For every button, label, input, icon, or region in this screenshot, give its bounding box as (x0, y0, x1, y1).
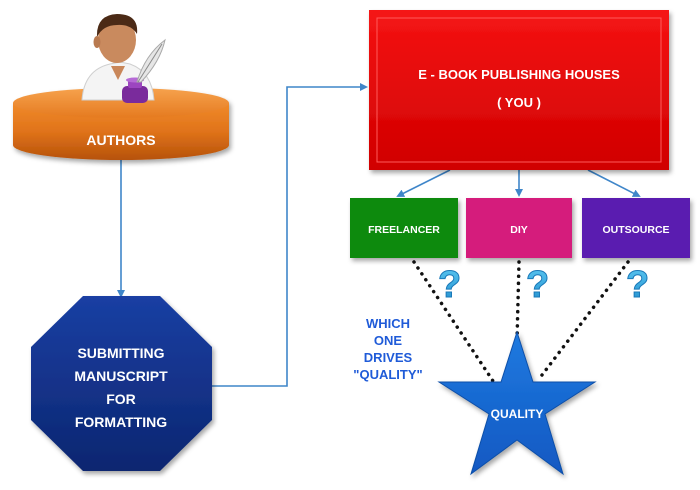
author-with-quill-icon (81, 14, 166, 103)
manuscript-line-1: SUBMITTING (77, 345, 164, 361)
question-line-4: "QUALITY" (353, 367, 422, 382)
authors-cylinder-body (13, 103, 229, 160)
question-line-3: DRIVES (364, 350, 413, 365)
publishing-house-subtitle: ( YOU ) (497, 95, 541, 110)
question-line-2: ONE (374, 333, 403, 348)
option-outsource: OUTSOURCE (582, 198, 690, 258)
question-mark-icon: ? (438, 264, 461, 306)
publishing-house-inner-border (376, 17, 662, 163)
question-text: WHICH ONE DRIVES "QUALITY" (353, 316, 422, 382)
option-label: FREELANCER (368, 224, 440, 236)
question-mark-icon: ? (526, 264, 549, 306)
option-box (466, 198, 572, 258)
question-mark-icons: ? ? ? (438, 264, 650, 307)
option-box (350, 198, 458, 258)
question-mark-icon: ? (626, 264, 649, 306)
option-freelancer: FREELANCER (350, 198, 458, 258)
option-label: DIY (510, 224, 528, 236)
question-line-1: WHICH (366, 316, 410, 331)
publisher-to-outsource-arrow (587, 169, 641, 197)
authors-label: AUTHORS (86, 132, 155, 148)
publisher-to-freelancer-arrow (396, 169, 451, 197)
publishing-house-node: E - BOOK PUBLISHING HOUSES ( YOU ) (369, 10, 669, 170)
option-label: OUTSOURCE (602, 224, 669, 236)
manuscript-line-3: FOR (106, 391, 136, 407)
manuscript-node: SUBMITTING MANUSCRIPT FOR FORMATTING (31, 296, 212, 471)
manuscript-line-4: FORMATTING (75, 414, 167, 430)
quality-star (437, 330, 597, 476)
option-box (582, 198, 690, 258)
quality-label: QUALITY (491, 407, 544, 421)
authors-node: AUTHORS (13, 88, 229, 160)
publishing-house-box (369, 10, 669, 170)
outsource-quality-dotted-line (540, 260, 630, 377)
connectors (117, 83, 641, 387)
freelancer-quality-dotted-line (412, 260, 497, 386)
manuscript-line-2: MANUSCRIPT (74, 368, 168, 384)
publishing-house-title: E - BOOK PUBLISHING HOUSES (418, 67, 620, 82)
option-diy: DIY (466, 198, 572, 258)
quality-node: QUALITY (437, 330, 597, 476)
authors-cylinder-top (13, 88, 229, 118)
manuscript-to-publisher-arrow (212, 83, 368, 387)
manuscript-octagon (31, 296, 212, 471)
